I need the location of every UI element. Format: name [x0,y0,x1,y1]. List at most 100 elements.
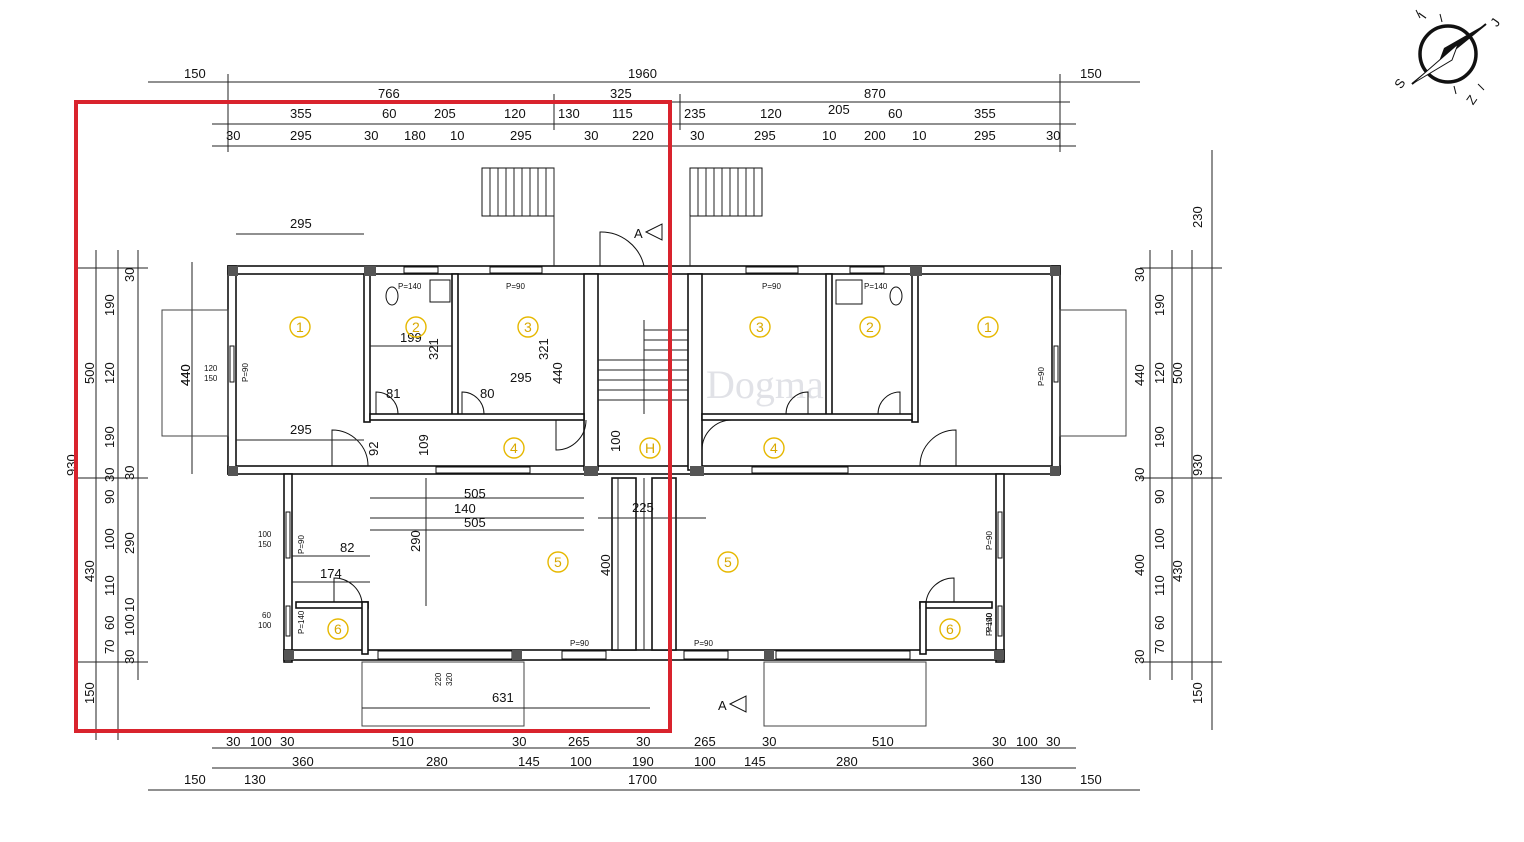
interior-dim-12: 505 [464,486,486,501]
left-dim-6: 120 [102,362,117,384]
room-hall: H [645,440,655,456]
top-dim-r4-0: 30 [226,128,240,143]
bottom-dim-r3-1: 130 [244,772,266,787]
interior-dim-6: 440 [550,362,565,384]
right-dim-12: 110 [1152,575,1167,596]
right-dim-10: 90 [1152,490,1167,504]
top-dim-r4-14: 30 [1046,128,1060,143]
top-dim-r4-7: 220 [632,128,654,143]
bottom-dim-r1-5: 265 [568,734,590,749]
interior-dim-8: 80 [480,386,494,401]
right-dim-7: 120 [1152,362,1167,384]
opening-label-11: P=90 [985,613,994,632]
interior-dim-17: 174 [320,566,342,581]
room-right-5: 5 [724,554,732,570]
bottom-dim-r1-9: 510 [872,734,894,749]
bottom-dim-r2-6: 145 [744,754,766,769]
interior-dim-5: 295 [510,370,532,385]
compass-label-s: S [1391,75,1408,91]
interior-dim-13: 140 [454,501,476,516]
window-dim-3: 100 [258,621,272,630]
bottom-dim-r1-3: 510 [392,734,414,749]
left-dim-2: 430 [82,560,97,582]
right-dim-0: 230 [1190,206,1205,228]
right-dimension-lines [1140,150,1222,730]
room-left-4: 4 [510,440,518,456]
room-left-6: 6 [334,621,342,637]
top-dim-r3-5: 115 [612,106,633,121]
opening-label-12: P=140 [985,612,994,636]
interior-dim-16: 82 [340,540,354,555]
top-dim-r4-3: 180 [404,128,426,143]
bottom-dim-r2-4: 190 [632,754,654,769]
bottom-dim-r3-2: 1700 [628,772,657,787]
right-dim-13: 60 [1152,616,1167,630]
compass-label-j: J [1487,15,1503,29]
opening-label-5: P=90 [1037,367,1046,386]
interior-dimension-lines [236,233,706,709]
interior-dim-15: 225 [632,500,654,515]
right-dim-4: 150 [1190,682,1205,704]
right-dim-8: 190 [1152,426,1167,448]
interior-walls [363,273,919,651]
top-dim-r3-9: 60 [888,106,902,121]
interior-dim-1: 295 [290,422,312,437]
interior-dim-3: 321 [426,338,441,360]
interior-dim-7: 81 [386,386,400,401]
top-dim-r4-12: 10 [912,128,926,143]
left-dim-8: 30 [102,468,117,482]
bottom-dim-r2-5: 100 [694,754,716,769]
room-right-4: 4 [770,440,778,456]
section-mark-bottom: A [718,698,727,713]
top-dim-r3-6: 235 [684,106,706,121]
right-dim-14: 30 [1132,650,1147,664]
left-dim-7: 190 [102,426,117,448]
bottom-dim-r1-4: 30 [512,734,526,749]
right-dim-6: 190 [1152,294,1167,316]
top-dim-r4-1: 295 [290,128,312,143]
right-dim-16: 400 [1132,554,1147,576]
compass-rose [1411,9,1487,95]
top-dim-r2-1: 325 [610,86,632,101]
bottom-dim-r2-1: 280 [426,754,448,769]
left-dim-4: 30 [122,268,137,282]
right-dim-2: 500 [1170,362,1185,384]
right-dim-1: 930 [1190,454,1205,476]
top-dim-r4-2: 30 [364,128,378,143]
bottom-dim-r3-0: 150 [184,772,206,787]
bottom-dim-r1-1: 100 [250,734,272,749]
opening-label-1: P=90 [506,282,525,291]
room-left-5: 5 [554,554,562,570]
interior-dim-0: 295 [290,216,312,231]
bottom-dim-r3-4: 150 [1080,772,1102,787]
opening-label-2: P=90 [762,282,781,291]
left-dim-12: 10 [122,598,137,612]
top-dim-r1-1: 1960 [628,66,657,81]
doors [331,231,957,603]
room-right-1: 1 [984,319,992,335]
room-right-2: 2 [866,319,874,335]
opening-label-4: P=140 [864,282,888,291]
top-dim-r4-5: 295 [510,128,532,143]
opening-label-7: P=90 [985,531,994,550]
left-dim-15: 440 [178,364,193,386]
bottom-dim-r2-0: 360 [292,754,314,769]
room-left-1: 1 [296,319,304,335]
top-dim-r4-11: 200 [864,128,886,143]
interior-dim-14: 505 [464,515,486,530]
left-dim-9: 90 [102,490,117,504]
bottom-dim-r1-2: 30 [280,734,294,749]
top-dim-r1-0: 150 [184,66,206,81]
windows [229,266,1059,660]
opening-label-10: P=90 [694,639,713,648]
room-left-2: 2 [412,319,420,335]
bottom-dim-r1-10: 30 [992,734,1006,749]
left-dim-11: 110 [102,575,117,596]
right-dim-5: 30 [1132,268,1147,282]
section-arrow-bottom [728,695,747,713]
top-dim-r4-10: 10 [822,128,836,143]
top-dim-r4-13: 295 [974,128,996,143]
top-dim-r1-2: 150 [1080,66,1102,81]
interior-dim-20: 631 [492,690,514,705]
top-dim-r4-6: 30 [584,128,598,143]
